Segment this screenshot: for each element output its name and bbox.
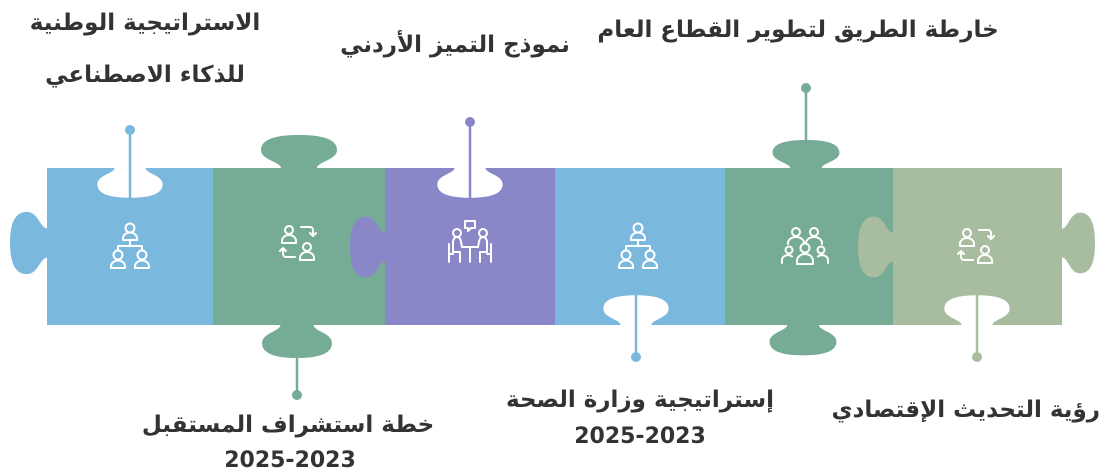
label-public-sector-roadmap: خارطة الطريق لتطوير القطاع العام (597, 17, 999, 43)
connector-dot-6 (972, 352, 982, 362)
label-health-ministry-strategy-years: 2025-2023 (574, 424, 706, 449)
people-exchange-icon (957, 228, 995, 264)
label-national-ai-strategy-line2: للذكاء الاصطناعي (45, 62, 245, 88)
label-economic-modernization-vision: رؤية التحديث الإقتصادي (831, 397, 1100, 423)
puzzle-piece-5-top-tab (772, 139, 840, 171)
connector-dot-5 (801, 83, 811, 93)
connector-dot-2 (292, 390, 302, 400)
hierarchy-group-icon (618, 222, 658, 269)
people-exchange-icon (279, 225, 317, 261)
label-national-ai-strategy-line1: الاستراتيجية الوطنية (29, 10, 261, 36)
label-excellence-model: نموذج التميز الأردني (340, 32, 570, 58)
label-future-foresight-plan-years: 2025-2023 (224, 448, 356, 473)
puzzle-piece-5-bottom-tab (769, 322, 837, 356)
connector-dot-4 (631, 352, 641, 362)
meeting-icon (448, 220, 492, 263)
puzzle-piece-2-top-tab (261, 135, 337, 171)
connector-dot-3 (465, 117, 475, 127)
puzzle-piece-2-bottom-tab (262, 322, 332, 358)
label-future-foresight-plan: خطة استشراف المستقبل (141, 412, 435, 438)
connector-dot-1 (125, 125, 135, 135)
hierarchy-group-icon (110, 222, 150, 269)
puzzle-piece-6-right-tab (1059, 212, 1095, 274)
puzzle-piece-1-left-tab (10, 211, 51, 275)
team-icon (780, 227, 830, 265)
label-health-ministry-strategy: إستراتيجية وزارة الصحة (506, 387, 774, 413)
